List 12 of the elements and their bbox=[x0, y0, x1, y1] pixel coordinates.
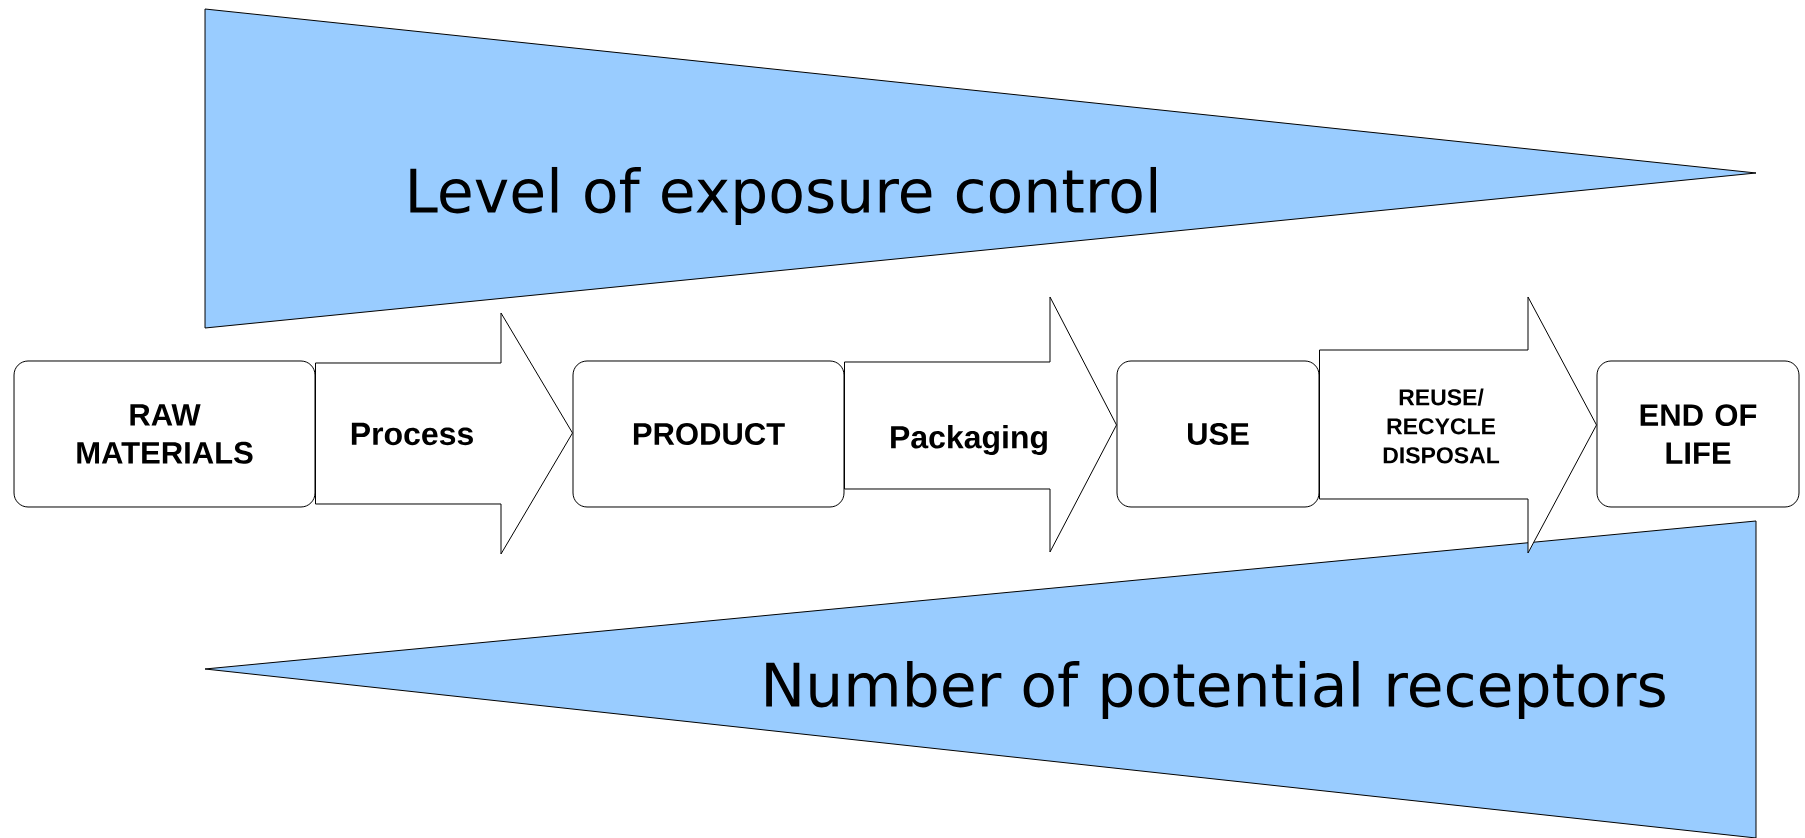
process-box: USE bbox=[1116, 360, 1320, 508]
block-arrow bbox=[844, 296, 1117, 553]
block-arrow bbox=[315, 312, 573, 555]
process-box: RAW MATERIALS bbox=[13, 360, 316, 508]
process-box: END OF LIFE bbox=[1596, 360, 1800, 508]
block-arrow bbox=[1319, 296, 1597, 554]
edge-label: Process bbox=[351, 422, 473, 446]
wedge: Level of exposure control bbox=[204, 8, 1757, 329]
process-box: PRODUCT bbox=[572, 360, 845, 508]
edge-label: REUSE/ RECYCLE DISPOSAL bbox=[1383, 388, 1500, 464]
wedge: Number of potential receptors bbox=[204, 520, 1757, 838]
edge-label: Packaging bbox=[891, 425, 1047, 455]
